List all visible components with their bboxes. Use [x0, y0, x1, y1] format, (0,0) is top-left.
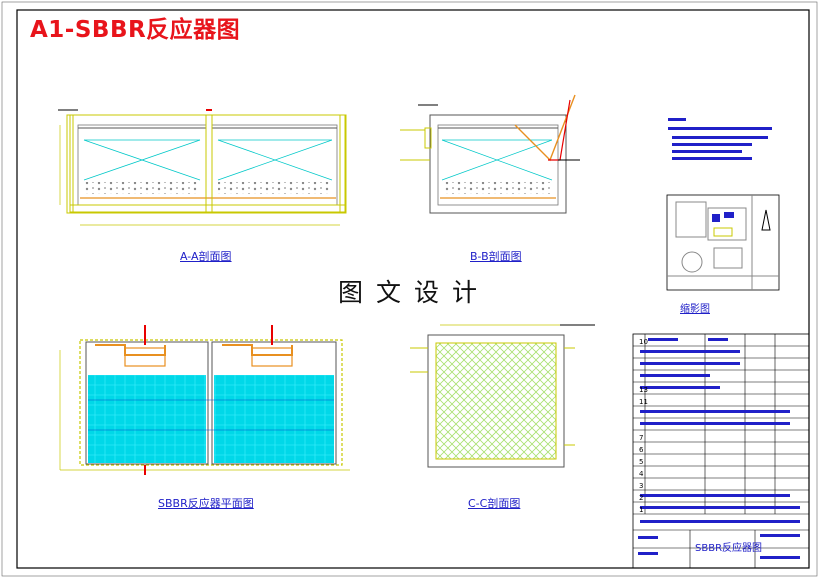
- title-block-row-7: 7: [639, 434, 643, 442]
- cc-section-view: [410, 324, 595, 468]
- bb-section-caption: B-B剖面图: [470, 250, 522, 263]
- location-map: [666, 194, 780, 291]
- sheet-border: [16, 9, 810, 569]
- title-block-row-4: 4: [639, 470, 644, 478]
- title-block-row-5: 5: [639, 458, 643, 466]
- plan-view-caption: SBBR反应器平面图: [158, 497, 254, 510]
- title-block-row-3: 3: [639, 482, 643, 490]
- title-block-row-10: 10: [639, 338, 648, 346]
- design-notes: [668, 118, 772, 160]
- page-title: A1-SBBR反应器图: [30, 17, 241, 43]
- plan-view: [59, 325, 350, 475]
- title-block-row-6: 6: [639, 446, 644, 454]
- center-watermark-text: 图文设计: [338, 278, 491, 307]
- title-block-row-1: 1: [639, 506, 643, 514]
- aa-section-caption: A-A剖面图: [180, 250, 232, 263]
- title-block-row-2: 2: [639, 494, 643, 502]
- cc-section-caption: C-C剖面图: [468, 497, 521, 510]
- bb-section-view: [400, 94, 580, 214]
- title-block: [632, 333, 810, 569]
- title-block-row-11: 11: [639, 398, 648, 406]
- aa-section-view: [58, 109, 347, 226]
- location-map-caption: 缩影图: [680, 304, 710, 315]
- title-block-drawing-name: SBBR反应器图: [695, 541, 762, 554]
- title-block-row-13: 13: [639, 386, 648, 394]
